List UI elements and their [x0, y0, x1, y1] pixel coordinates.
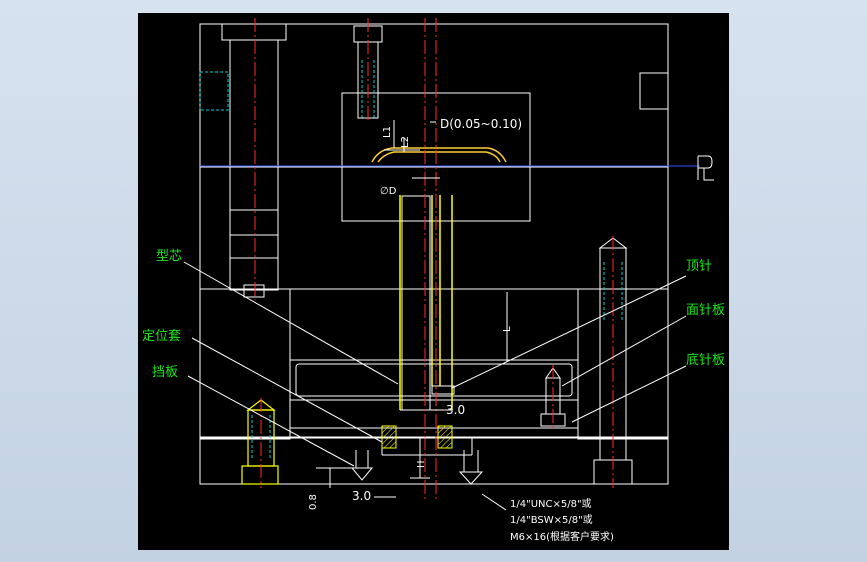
- csk-screw-left: [350, 467, 374, 481]
- dim-top-gap: D(0.05~0.10): [440, 117, 522, 131]
- screw-note-line-1: 1/4"UNC×5/8"或: [510, 498, 592, 510]
- leader-lines: [183, 261, 687, 511]
- leader-pin-foot: [243, 284, 265, 298]
- csk-screw-right: [458, 471, 484, 485]
- product-part: [371, 147, 507, 163]
- hidden-lines: [199, 60, 623, 460]
- dim-dia: ∅D: [380, 186, 397, 197]
- b-plate-lower: [199, 288, 669, 438]
- screw-note-line-2: 1/4"BSW×5/8"或: [510, 514, 593, 526]
- dim-h: H: [416, 460, 427, 468]
- callout-core: 型芯: [156, 249, 182, 264]
- screw-note-line-3: M6×16(根据客户要求): [510, 530, 614, 543]
- dim-l2: L2: [400, 136, 411, 148]
- leader-pin-head: [221, 23, 287, 41]
- locating-sleeve: [381, 425, 453, 449]
- callout-stop-plate: 挡板: [152, 365, 178, 380]
- right-notch: [639, 72, 669, 110]
- bottom-clamp-plate: [199, 437, 669, 485]
- pl-symbol: [697, 155, 714, 181]
- dim-gap-right: 3.0: [446, 403, 465, 417]
- ejector-pin-head: [431, 385, 455, 395]
- centerlines: [254, 18, 614, 500]
- callout-ejector-base-plate: 底针板: [686, 352, 725, 368]
- callout-ejector-pin: 顶针: [686, 259, 712, 274]
- callout-ejector-retainer-plate: 面针板: [686, 303, 725, 318]
- core-pin: [399, 195, 453, 410]
- dim-gap-bottom: 3.0: [352, 489, 371, 503]
- dim-l1: L1: [382, 126, 393, 138]
- callout-locating-sleeve: 定位套: [142, 328, 181, 344]
- dim-l: L: [502, 326, 513, 332]
- dimension-lines: [316, 120, 508, 498]
- dim-gap-08: 0.8: [308, 494, 319, 510]
